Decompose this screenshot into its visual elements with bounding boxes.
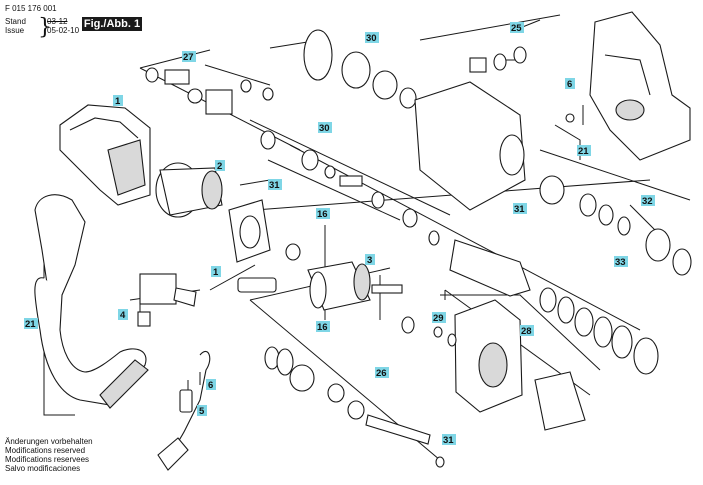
gear-stack (264, 29, 431, 445)
issue-label: Issue (5, 26, 25, 35)
housing-shell (59, 104, 151, 206)
svg-text:27: 27 (183, 52, 194, 63)
svg-text:16: 16 (317, 322, 328, 333)
svg-text:31: 31 (269, 180, 280, 191)
armature (285, 243, 415, 334)
callout-32: 32 (641, 195, 655, 207)
stand-label: Stand (5, 17, 26, 26)
svg-text:21: 21 (25, 319, 36, 330)
svg-text:30: 30 (319, 123, 330, 134)
header-brace: } (38, 15, 52, 40)
callout-30-shaft: 30 (318, 122, 332, 134)
left-handle (34, 194, 149, 409)
callout-labels: 1 1 2 3 4 5 6 6 16 16 21 21 25 26 27 28 … (24, 22, 655, 446)
svg-text:31: 31 (514, 204, 525, 215)
svg-text:1: 1 (115, 96, 121, 107)
svg-text:4: 4 (120, 310, 126, 321)
footer-note-en: Modifications reserved (5, 446, 86, 455)
callout-2: 2 (215, 160, 225, 172)
small-parts-row (145, 46, 575, 468)
callout-26: 26 (375, 367, 389, 379)
svg-text:16: 16 (317, 209, 328, 220)
callout-6-handle: 6 (565, 78, 575, 90)
rear-handle (589, 11, 691, 161)
callout-27: 27 (182, 51, 196, 63)
footer-note-de: Änderungen vorbehalten (5, 437, 93, 446)
svg-text:5: 5 (199, 406, 205, 417)
footer-note-fr: Modifications reservees (5, 455, 90, 464)
svg-text:25: 25 (511, 23, 522, 34)
callout-16-lower: 16 (316, 321, 330, 333)
gear-housing (414, 81, 586, 431)
callout-21-left: 21 (24, 318, 38, 330)
callout-31-upper: 31 (268, 179, 282, 191)
callout-3: 3 (365, 254, 375, 266)
field-winding (155, 162, 223, 218)
svg-text:28: 28 (521, 326, 532, 337)
svg-text:3: 3 (367, 255, 372, 266)
callout-4: 4 (118, 309, 128, 321)
svg-text:21: 21 (578, 146, 589, 157)
svg-text:29: 29 (433, 313, 444, 324)
callout-25: 25 (510, 22, 524, 34)
stand-value: 03-12 (47, 17, 68, 26)
svg-text:30: 30 (366, 33, 377, 44)
callout-30-gears: 30 (365, 32, 379, 44)
callout-31-middle: 31 (513, 203, 527, 215)
callout-31-lower: 31 (442, 434, 456, 446)
callout-33: 33 (614, 256, 628, 268)
svg-text:31: 31 (443, 435, 454, 446)
svg-text:32: 32 (642, 196, 653, 207)
document-number: F 015 176 001 (5, 4, 57, 13)
callout-1-lower: 1 (211, 266, 221, 278)
callout-1-upper: 1 (113, 95, 123, 107)
svg-text:2: 2 (217, 161, 222, 172)
footer-note-es: Salvo modificaciones (5, 464, 81, 473)
callout-29: 29 (432, 312, 446, 324)
svg-text:26: 26 (376, 368, 387, 379)
figure-label: Fig./Abb. 1 (82, 17, 142, 31)
callout-21-right: 21 (577, 145, 591, 157)
callout-6-cord: 6 (206, 379, 216, 391)
svg-text:33: 33 (615, 257, 626, 268)
svg-text:6: 6 (208, 380, 213, 391)
spindle-and-seals (449, 175, 692, 375)
svg-text:1: 1 (213, 267, 219, 278)
callout-16-upper: 16 (316, 208, 330, 220)
brush-holder-parts (137, 199, 277, 327)
callout-5: 5 (197, 405, 207, 417)
callout-28: 28 (520, 325, 534, 337)
svg-text:6: 6 (567, 79, 572, 90)
issue-value: 05-02-10 (47, 26, 80, 35)
cord-and-plug (157, 350, 211, 471)
